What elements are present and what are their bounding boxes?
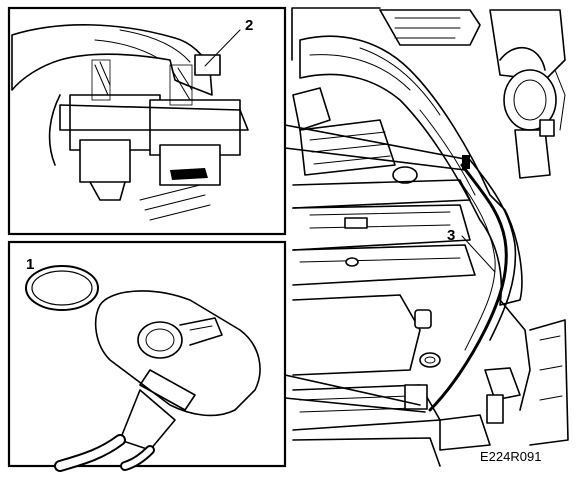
cylinder-head <box>292 87 476 286</box>
figure-code: E224R091 <box>480 449 541 464</box>
sensor-body <box>94 290 261 417</box>
sensor-cable <box>54 389 176 472</box>
wiring-harness <box>428 155 531 412</box>
inset-sensor: 1 <box>7 240 287 472</box>
callout-2: 2 <box>245 17 253 34</box>
electrical-connector <box>48 54 249 221</box>
lower-engine <box>292 294 569 467</box>
inset-connector: 2 <box>7 6 287 236</box>
callout-1: 1 <box>26 256 34 273</box>
engine-bay-view <box>291 7 569 467</box>
callout-3: 3 <box>447 227 455 244</box>
o-ring <box>25 265 99 311</box>
upper-components <box>379 9 566 179</box>
inset-leader-lines <box>284 124 496 413</box>
